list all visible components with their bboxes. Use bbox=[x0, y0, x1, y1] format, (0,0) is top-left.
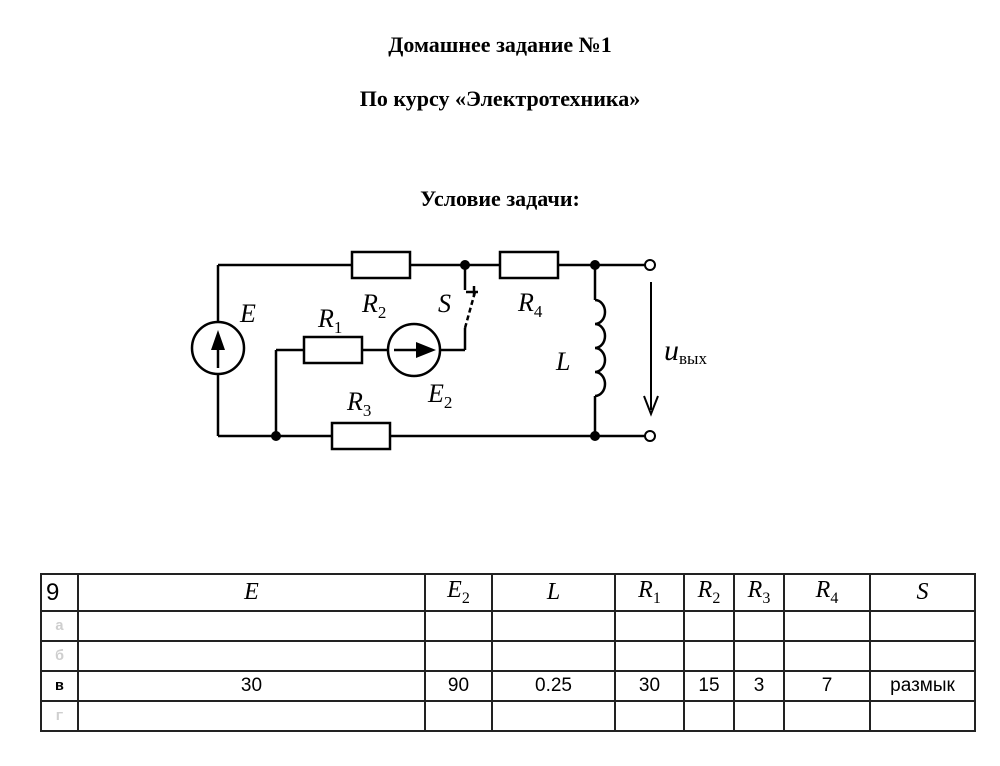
cell-r3: 3 bbox=[733, 670, 785, 702]
cell-s: размык bbox=[869, 670, 976, 702]
cell-r2 bbox=[683, 700, 735, 732]
cell-s bbox=[869, 610, 976, 642]
problem-heading: Условие задачи: bbox=[420, 186, 580, 211]
node-bottom-l bbox=[590, 431, 600, 441]
col-header-r3: R3 bbox=[733, 573, 785, 612]
cell-e bbox=[77, 640, 426, 672]
node-bottom-left bbox=[271, 431, 281, 441]
resistor-r2 bbox=[350, 250, 412, 280]
col-header-r1: R1 bbox=[614, 573, 685, 612]
table-header-row: 9 E E2 L R1 R2 R3 R4 S bbox=[40, 573, 976, 612]
document-title: Домашнее задание №1 bbox=[388, 32, 612, 57]
cell-r2 bbox=[683, 610, 735, 642]
table-row: б bbox=[40, 640, 976, 672]
resistor-r1 bbox=[302, 335, 364, 365]
label-r2: R2 bbox=[361, 289, 386, 322]
cell-r3 bbox=[733, 640, 785, 672]
cell-l bbox=[491, 610, 616, 642]
course-title: По курсу «Электротехника» bbox=[359, 86, 641, 111]
cell-e2 bbox=[424, 700, 493, 732]
cell-r1: 30 bbox=[614, 670, 685, 702]
cell-r2 bbox=[683, 640, 735, 672]
cell-r3 bbox=[733, 700, 785, 732]
label-r3: R3 bbox=[346, 387, 371, 420]
parameters-table: 9 E E2 L R1 R2 R3 R4 S а б bbox=[40, 573, 976, 732]
cell-r1 bbox=[614, 700, 685, 732]
variant-number: 9 bbox=[40, 573, 79, 612]
switch-s bbox=[463, 291, 477, 329]
label-u-out: uвых bbox=[664, 334, 707, 368]
cell-e2 bbox=[424, 610, 493, 642]
cell-r4 bbox=[783, 700, 871, 732]
cell-e bbox=[77, 610, 426, 642]
cell-r3 bbox=[733, 610, 785, 642]
arrow-u-out-head bbox=[643, 395, 659, 417]
row-label: а bbox=[40, 610, 79, 642]
label-e: E bbox=[239, 299, 256, 328]
cell-r1 bbox=[614, 640, 685, 672]
col-header-r4: R4 bbox=[783, 573, 871, 612]
cell-e: 30 bbox=[77, 670, 426, 702]
circuit-diagram: E R1 R2 S R4 L E2 R3 uвых bbox=[190, 250, 707, 451]
cell-e bbox=[77, 700, 426, 732]
label-e2: E2 bbox=[427, 379, 452, 412]
table-row-highlighted: в 30 90 0.25 30 15 3 7 размык bbox=[40, 670, 976, 702]
cell-r1 bbox=[614, 610, 685, 642]
label-l: L bbox=[555, 347, 570, 376]
col-header-l: L bbox=[491, 573, 616, 612]
col-header-e: E bbox=[77, 573, 426, 612]
cell-l bbox=[491, 640, 616, 672]
col-header-s: S bbox=[869, 573, 976, 612]
node-top-s bbox=[460, 260, 470, 270]
row-label: г bbox=[40, 700, 79, 732]
terminal-top bbox=[644, 259, 656, 271]
cell-l: 0.25 bbox=[491, 670, 616, 702]
arrow-e-head bbox=[211, 330, 225, 350]
row-label: в bbox=[40, 670, 79, 702]
col-header-r2: R2 bbox=[683, 573, 735, 612]
cell-e2 bbox=[424, 640, 493, 672]
cell-s bbox=[869, 700, 976, 732]
cell-r4 bbox=[783, 610, 871, 642]
label-s: S bbox=[438, 289, 451, 318]
label-r4: R4 bbox=[517, 288, 543, 321]
col-header-e2: E2 bbox=[424, 573, 493, 612]
inductor-l bbox=[594, 298, 607, 398]
cell-r4: 7 bbox=[783, 670, 871, 702]
label-r1: R1 bbox=[317, 304, 342, 337]
resistor-r4 bbox=[498, 250, 560, 280]
arrow-e2-head bbox=[416, 342, 436, 358]
cell-l bbox=[491, 700, 616, 732]
terminal-bottom bbox=[644, 430, 656, 442]
table-row: а bbox=[40, 610, 976, 642]
row-label: б bbox=[40, 640, 79, 672]
cell-s bbox=[869, 640, 976, 672]
cell-r4 bbox=[783, 640, 871, 672]
node-top-l bbox=[590, 260, 600, 270]
resistor-r3 bbox=[330, 421, 392, 451]
cell-e2: 90 bbox=[424, 670, 493, 702]
table-row: г bbox=[40, 700, 976, 732]
cell-r2: 15 bbox=[683, 670, 735, 702]
